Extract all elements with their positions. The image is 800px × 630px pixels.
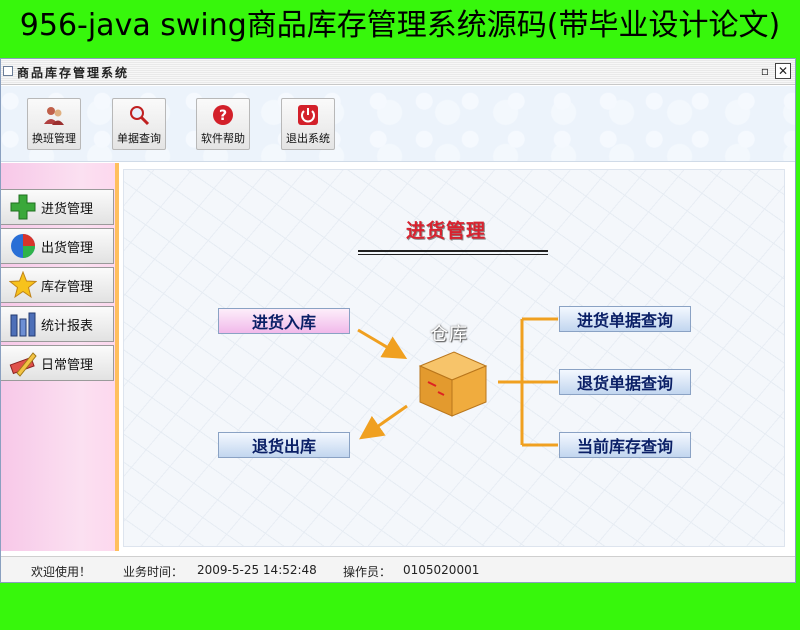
window-controls: ▫ ✕ [757,63,791,79]
magnifier-icon [130,106,150,126]
sidebar-item-label: 进货管理 [41,201,94,217]
page-banner: 956-java swing商品库存管理系统源码(带毕业设计论文) [0,0,800,52]
stock-in-button[interactable]: 进货入库 [218,308,350,334]
bar-chart-icon [10,312,36,337]
sidebar: 进货管理 出货管理 库存管理 统计报表 [1,163,119,551]
green-plus-icon [10,194,36,220]
return-out-button[interactable]: 退货出库 [218,432,350,458]
exit-button[interactable]: 退出系统 [281,98,335,150]
sidebar-item-label: 日常管理 [41,357,94,373]
stock-query-button[interactable]: 当前库存查询 [559,432,691,458]
warehouse-box-icon [418,351,488,417]
sidebar-item-reports[interactable]: 统计报表 [1,306,114,342]
return-query-button[interactable]: 退货单据查询 [559,369,691,395]
purchase-query-button[interactable]: 进货单据查询 [559,306,691,332]
toolbar: 换班管理 单据查询 ? 软件帮助 退出系统 [1,86,795,162]
window-app-icon [3,66,13,76]
toolbar-label: 退出系统 [286,132,330,145]
sidebar-item-label: 出货管理 [41,240,94,256]
help-button[interactable]: ? 软件帮助 [196,98,250,150]
document-query-button[interactable]: 单据查询 [112,98,166,150]
toolbar-label: 单据查询 [117,132,161,145]
page-title: 进货管理 [406,220,487,242]
main-panel: 进货管理 进货入库 退货出库 仓库 [123,169,785,547]
window-titlebar: 商品库存管理系统 ▫ ✕ [1,59,795,85]
svg-text:?: ? [219,108,227,124]
status-welcome: 欢迎使用！ [31,565,92,579]
sidebar-item-label: 库存管理 [41,279,94,295]
help-icon: ? [213,105,233,125]
pie-icon [11,234,35,258]
status-bar: 欢迎使用！ 业务时间： 2009-5-25 14:52:48 操作员： 0105… [1,556,795,582]
status-operator-label: 操作员： [343,565,392,579]
power-icon [298,105,318,125]
sidebar-item-inventory[interactable]: 库存管理 [1,267,114,303]
sidebar-item-daily[interactable]: 日常管理 [1,345,114,381]
user-shift-icon [44,107,64,125]
shift-management-button[interactable]: 换班管理 [27,98,81,150]
branch-connector [498,317,558,447]
warehouse-label: 仓库 [430,324,468,345]
toolbar-label: 软件帮助 [201,132,245,145]
status-operator-value: 0105020001 [403,563,480,577]
ruler-pencil-icon [9,352,37,377]
sidebar-item-purchase[interactable]: 进货管理 [1,189,114,225]
sidebar-item-label: 统计报表 [41,318,94,334]
sidebar-item-shipment[interactable]: 出货管理 [1,228,114,264]
star-icon [9,271,37,299]
close-button[interactable]: ✕ [775,63,791,79]
arrow-out [359,404,408,440]
toolbar-label: 换班管理 [32,132,76,145]
title-divider [358,254,548,255]
arrow-in [357,328,408,360]
title-divider [358,250,548,252]
app-window: 商品库存管理系统 ▫ ✕ 换班管理 单据查询 ? [0,58,796,583]
window-title: 商品库存管理系统 [17,66,130,80]
status-time-value: 2009-5-25 14:52:48 [197,563,317,577]
restore-button[interactable]: ▫ [760,64,770,78]
status-time-label: 业务时间： [123,565,184,579]
